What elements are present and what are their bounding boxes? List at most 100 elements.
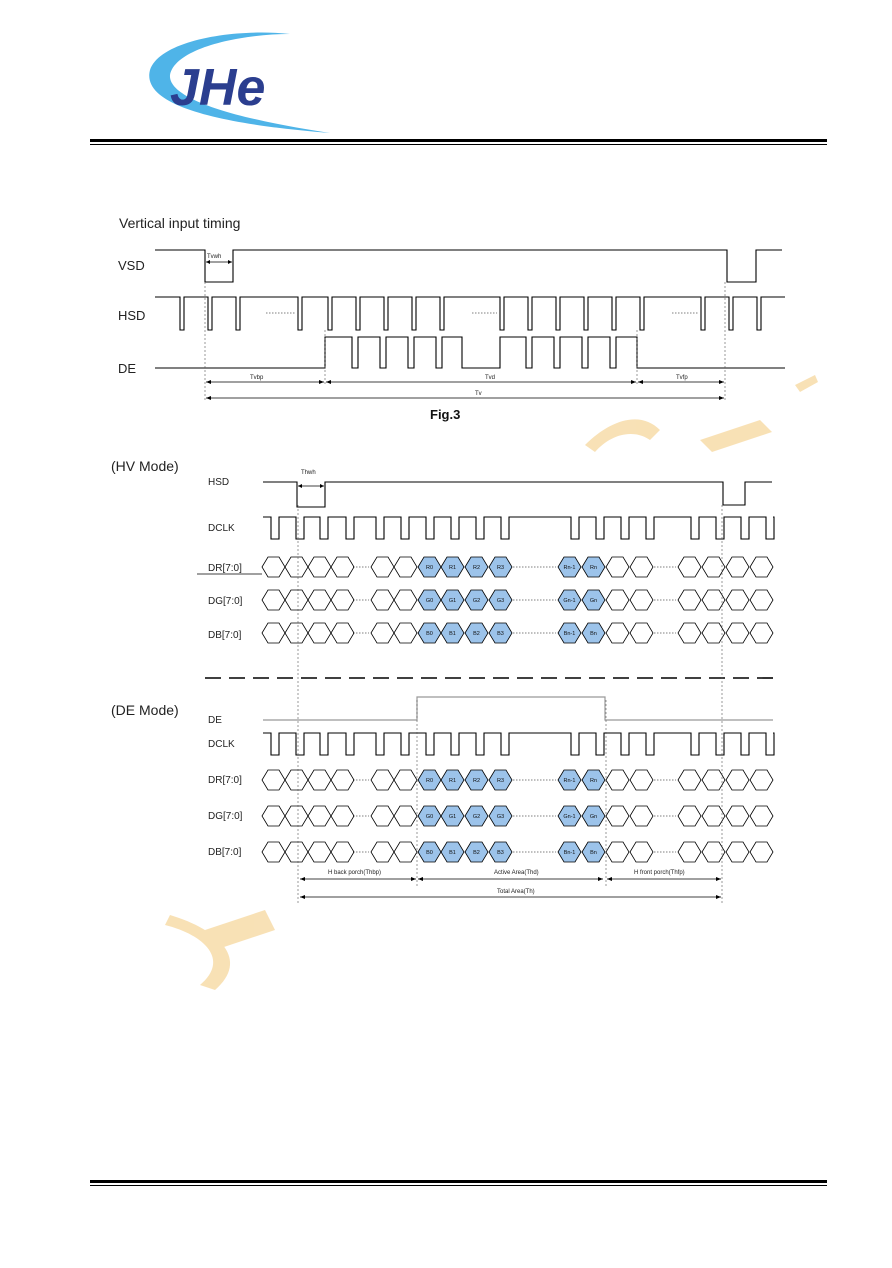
bus-cell bbox=[581, 622, 606, 644]
bus-cell bbox=[488, 805, 513, 827]
fig3-caption: Fig.3 bbox=[430, 407, 460, 422]
bus-cell-label: G3 bbox=[497, 598, 504, 604]
bus-cell-label: Bn bbox=[590, 631, 597, 637]
thbp-label: H back porch(Thbp) bbox=[328, 870, 381, 876]
bus-cell bbox=[307, 805, 332, 827]
bus-cell bbox=[307, 841, 332, 863]
de-label-db: DB[7:0] bbox=[208, 847, 242, 858]
label-vsd: VSD bbox=[118, 258, 145, 273]
bus-cell bbox=[284, 622, 309, 644]
bus-cell bbox=[701, 589, 726, 611]
bus-cell-label: Bn bbox=[590, 850, 597, 856]
de-label-de: DE bbox=[208, 715, 222, 726]
bus-cell-label: B1 bbox=[449, 850, 456, 856]
bus-cell bbox=[629, 841, 654, 863]
bus-cell-label: R3 bbox=[497, 778, 504, 784]
bus-cell bbox=[261, 622, 286, 644]
bus-cell bbox=[464, 589, 489, 611]
bus-cell bbox=[370, 589, 395, 611]
bus-cell-label: B0 bbox=[426, 631, 433, 637]
bus-cell-label: G2 bbox=[473, 814, 480, 820]
bus-cell-label: R1 bbox=[449, 778, 456, 784]
fig3-title: Vertical input timing bbox=[119, 215, 240, 231]
de-mode-label: (DE Mode) bbox=[111, 702, 179, 718]
bus-cell bbox=[284, 805, 309, 827]
bus-cell bbox=[725, 622, 750, 644]
logo-text: JHe bbox=[170, 59, 265, 117]
thwh-arrow: Thwh bbox=[298, 470, 324, 488]
hsd-wave bbox=[155, 296, 785, 331]
hv-label-dclk: DCLK bbox=[208, 523, 235, 534]
de-dclk-wave bbox=[263, 732, 775, 756]
bus-cell-label: R2 bbox=[473, 778, 480, 784]
watermark bbox=[165, 375, 818, 990]
bus-cell-label: R3 bbox=[497, 565, 504, 571]
bus-cell-label: Rn-1 bbox=[564, 565, 576, 571]
tvwh-label: Tvwh bbox=[207, 254, 221, 260]
bus-cell-label: B3 bbox=[497, 631, 504, 637]
hv-label-dg: DG[7:0] bbox=[208, 596, 243, 607]
bus-cell-label: G3 bbox=[497, 814, 504, 820]
bus-cell-label: B2 bbox=[473, 850, 480, 856]
bus-cell bbox=[261, 769, 286, 791]
company-logo: JHe bbox=[149, 32, 330, 133]
bus-cell bbox=[307, 589, 332, 611]
bus-cell bbox=[749, 769, 774, 791]
bus-cell bbox=[605, 841, 630, 863]
bus-cell-label: Bn-1 bbox=[564, 631, 576, 637]
thwh-label: Thwh bbox=[301, 470, 316, 476]
bus-cell-label: R0 bbox=[426, 778, 433, 784]
bus-cell bbox=[284, 589, 309, 611]
bus-cell-label: B0 bbox=[426, 850, 433, 856]
bus-cell bbox=[725, 805, 750, 827]
bus-cell bbox=[677, 622, 702, 644]
bus-cell bbox=[393, 556, 418, 578]
bus-cell-label: Gn bbox=[590, 814, 597, 820]
bus-cell bbox=[393, 769, 418, 791]
bus-cell bbox=[629, 805, 654, 827]
bus-cell-label: R1 bbox=[449, 565, 456, 571]
label-de: DE bbox=[118, 361, 136, 376]
section-guides bbox=[297, 505, 723, 905]
bus-cell bbox=[393, 841, 418, 863]
bus-cell bbox=[629, 769, 654, 791]
bus-cell bbox=[605, 622, 630, 644]
bus-cell bbox=[605, 589, 630, 611]
bus-cell bbox=[261, 589, 286, 611]
bus-cell bbox=[330, 622, 355, 644]
bus-cell bbox=[370, 622, 395, 644]
bus-cell bbox=[488, 589, 513, 611]
header-rule bbox=[90, 139, 827, 142]
th-label: Total Area(Th) bbox=[497, 889, 535, 895]
bus-cell bbox=[393, 805, 418, 827]
bus-cell bbox=[557, 622, 582, 644]
bus-cell bbox=[464, 622, 489, 644]
fig3-guides bbox=[204, 282, 726, 402]
bus-cell-label: Bn-1 bbox=[564, 850, 576, 856]
bus-cell-label: G0 bbox=[426, 814, 433, 820]
bus-cell bbox=[701, 556, 726, 578]
bus-cell bbox=[440, 622, 465, 644]
bus-cell bbox=[605, 769, 630, 791]
de-wave bbox=[155, 336, 785, 369]
de-label-dg: DG[7:0] bbox=[208, 811, 243, 822]
hv-label-hsd: HSD bbox=[208, 477, 229, 488]
bus-cell bbox=[725, 769, 750, 791]
bus-cell bbox=[557, 841, 582, 863]
footer-rule bbox=[90, 1180, 827, 1183]
bus-cell bbox=[749, 589, 774, 611]
bus-cell bbox=[488, 841, 513, 863]
bus-cell bbox=[307, 622, 332, 644]
bus-cell-label: G2 bbox=[473, 598, 480, 604]
bus-cell bbox=[488, 769, 513, 791]
bus-cell bbox=[629, 589, 654, 611]
bus-cell bbox=[581, 589, 606, 611]
bus-cell bbox=[330, 589, 355, 611]
bus-cell bbox=[370, 841, 395, 863]
bus-cell-label: G1 bbox=[449, 598, 456, 604]
bus-cell bbox=[629, 556, 654, 578]
